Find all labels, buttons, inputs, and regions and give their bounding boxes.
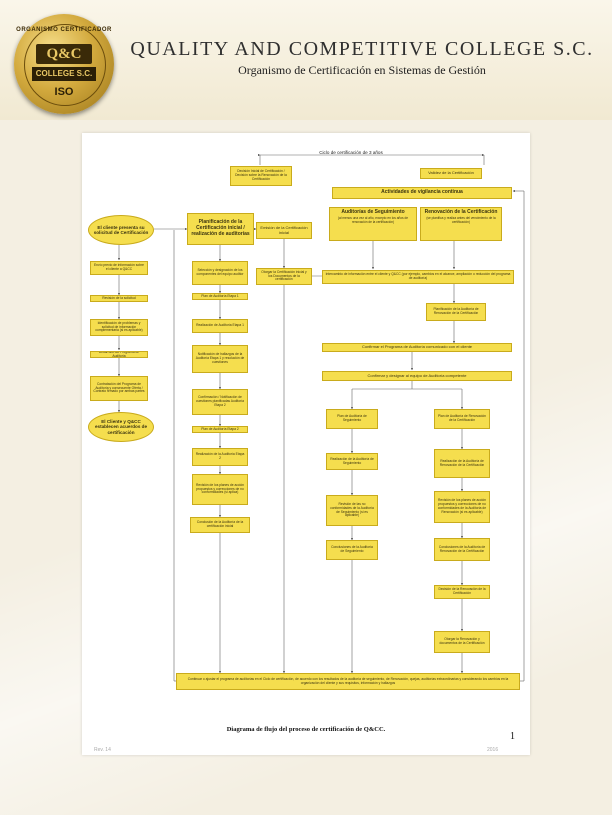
flowchart-connectors bbox=[117, 153, 525, 682]
node-surveillance: Actividades de vigilancia continua bbox=[332, 187, 512, 199]
renewal-note: (se planifica y realiza antes del vencim… bbox=[426, 215, 496, 224]
renewal-group: Renovación de la Certificación (se plani… bbox=[420, 207, 502, 241]
node-renewal: Renovación de la Certificación (se plani… bbox=[420, 207, 502, 241]
seal-top-text: ORGANISMO CERTIFICADOR bbox=[16, 27, 112, 33]
node-select-team: Selección y designación de los component… bbox=[192, 261, 248, 285]
node-renewal-decision: Decisión de la Renovación de la Certific… bbox=[434, 585, 490, 599]
node-grant-renewal: Otorgar la Renovación y documentos de la… bbox=[434, 631, 490, 653]
node-followup-plan: Plan de Auditoría de Seguimiento bbox=[326, 409, 378, 429]
node-issue-cert: Emisión de la Certificación inicial bbox=[256, 222, 312, 239]
node-decision: Decisión Inicial de Certificación / Deci… bbox=[230, 166, 292, 186]
node-followup-conclusion: Conclusiones de la Auditoría de Seguimie… bbox=[326, 540, 378, 560]
renewal-title: Renovación de la Certificación bbox=[424, 209, 498, 215]
cycle-label: Ciclo de certificación de 3 años bbox=[319, 150, 383, 155]
node-agreement: El Cliente y Q&CC establecen acuerdos de… bbox=[88, 412, 154, 442]
company-title: QUALITY AND COMPETITIVE COLLEGE S.C. bbox=[130, 38, 594, 60]
seal-ring bbox=[24, 24, 106, 106]
node-renewal-planning: Planificación de la Auditoría de Renovac… bbox=[426, 303, 486, 321]
node-renewal-exec: Realización de la Auditoría de Renovació… bbox=[434, 449, 490, 478]
node-confirm-team: Confirmar y designar al equipo de Audito… bbox=[322, 371, 512, 381]
seal-qc-text: Q&C bbox=[36, 44, 92, 64]
followup-group: Auditorías de Seguimiento (al menos una … bbox=[329, 207, 417, 241]
node-develop-program: Desarrollo del Programa de Auditoría bbox=[90, 351, 148, 358]
seal-college-text: COLLEGE S.C. bbox=[32, 67, 96, 81]
diagram-caption: Diagrama de flujo del proceso de certifi… bbox=[226, 726, 386, 733]
node-renewal-conclusion: Conclusiones de la Auditoría de Renovaci… bbox=[434, 538, 490, 561]
node-contract: Contratación del Programa de Auditoría y… bbox=[90, 376, 148, 401]
node-stage2-plan: Plan de Auditoría Etapa 2 bbox=[192, 426, 248, 433]
footer-left: Rev. 14 bbox=[94, 747, 111, 753]
node-stage1-report: Confirmación / Notificación de cuestione… bbox=[192, 389, 248, 415]
node-renewal-review: Revisión de los planes de acción propues… bbox=[434, 491, 490, 523]
node-bottom: Continuar o ajustar el programa de audit… bbox=[176, 673, 520, 690]
footer-right: 2016 bbox=[487, 747, 499, 753]
node-stage1-exec: Realización de Auditoría Etapa 1 bbox=[192, 319, 248, 333]
node-stage2-decision: Conclusión de la Auditoría de la certifi… bbox=[190, 517, 250, 533]
node-send-info: Envío previo de información sobre el cli… bbox=[90, 261, 148, 275]
seal-iso-text: ISO bbox=[54, 86, 74, 98]
node-confirm-program: Confirmar el Programa de Auditoría comun… bbox=[322, 343, 512, 352]
node-planning: Planificación de la Certificación inicia… bbox=[187, 213, 254, 245]
node-stage2-review: Revisión de los planes de acción propues… bbox=[192, 474, 248, 505]
node-followup-review: Revisión de las no conformidades de la A… bbox=[326, 495, 378, 526]
node-client-request: El cliente presenta su solicitud de Cert… bbox=[88, 215, 154, 245]
page-number: 1 bbox=[510, 731, 515, 742]
flowchart-document: Ciclo de certificación de 3 años Decisió… bbox=[82, 133, 530, 755]
node-stage1-findings: Notificación de hallazgos de la Auditorí… bbox=[192, 345, 248, 373]
followup-note: (al menos una vez al año, excepto en los… bbox=[337, 215, 409, 224]
company-seal-logo: ORGANISMO CERTIFICADOR Q&C COLLEGE S.C. … bbox=[14, 14, 114, 114]
node-validity: Validez de la Certificación bbox=[420, 168, 482, 179]
company-subtitle: Organismo de Certificación en Sistemas d… bbox=[238, 63, 486, 77]
node-stage2-exec: Realización de la Auditoría Etapa 2 bbox=[192, 448, 248, 466]
node-surveillance-changes: Intercambio de información entre el clie… bbox=[322, 270, 514, 284]
node-identify-problems: Identificación de problemas y solicitud … bbox=[90, 319, 148, 336]
node-maintain-cert: Otorgar la Certificación inicial y los D… bbox=[256, 268, 312, 285]
node-followup-exec: Realización de la Auditoría de Seguimien… bbox=[326, 453, 378, 470]
node-followup: Auditorías de Seguimiento (al menos una … bbox=[329, 207, 417, 241]
node-review-request: Revisión de la solicitud bbox=[90, 295, 148, 302]
node-renewal-plan: Plan de Auditoría de Renovación de la Ce… bbox=[434, 409, 490, 429]
followup-title: Auditorías de Seguimiento bbox=[341, 209, 405, 215]
node-stage1-plan: Plan de Auditoría Etapa 1 bbox=[192, 293, 248, 300]
